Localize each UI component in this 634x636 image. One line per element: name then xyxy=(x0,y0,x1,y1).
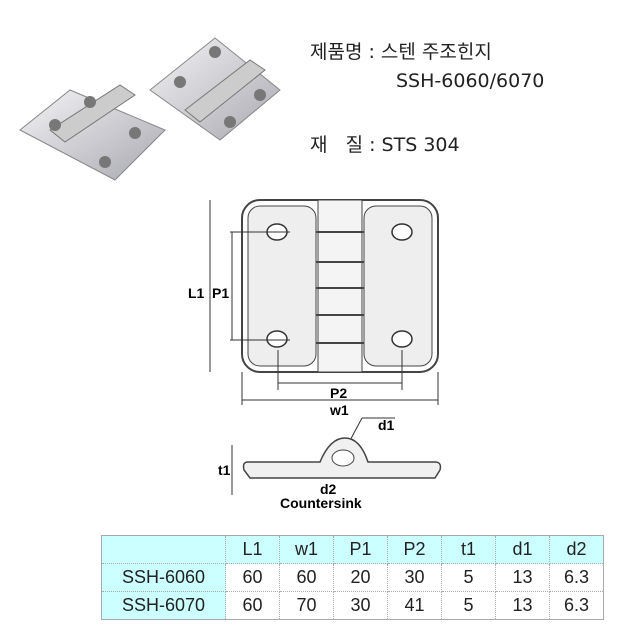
hinge-photo-right xyxy=(149,37,281,141)
product-name: 제품명 : 스텐 주조힌지 xyxy=(310,41,492,63)
table-header-row: L1 w1 P1 P2 t1 d1 d2 xyxy=(101,535,604,564)
table-row: SSH-6070 60 70 30 41 5 13 6.3 xyxy=(101,591,604,620)
product-material: 재 질 : STS 304 xyxy=(310,134,460,156)
label-t1: t1 xyxy=(218,462,231,478)
label-P2: P2 xyxy=(330,385,347,401)
spec-table: L1 w1 P1 P2 t1 d1 d2 SSH-6060 60 60 20 3… xyxy=(101,535,604,620)
product-model: SSH-6060/6070 xyxy=(396,70,545,92)
hinge-photo-left xyxy=(19,84,166,181)
label-P1: P1 xyxy=(212,285,229,301)
label-countersink: Countersink xyxy=(280,495,362,511)
technical-drawing: L1 P1 P2 w1 d1 d2 t1 Countersink xyxy=(188,199,442,511)
label-d2: d2 xyxy=(320,481,337,497)
label-w1: w1 xyxy=(329,402,349,418)
table-row: SSH-6060 60 60 20 30 5 13 6.3 xyxy=(101,563,604,592)
label-L1: L1 xyxy=(188,285,205,301)
label-d1: d1 xyxy=(378,417,395,433)
product-photo xyxy=(19,37,281,181)
